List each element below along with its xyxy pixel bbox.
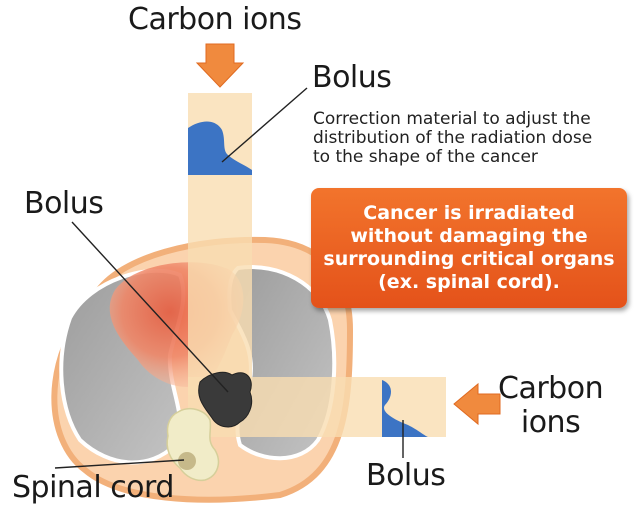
correction-line-3: to the shape of the cancer: [313, 148, 592, 167]
bolus-bottom-label: Bolus: [366, 458, 445, 493]
spinal-cord-shape: [178, 452, 196, 470]
callout-box: Cancer is irradiated without damaging th…: [311, 188, 627, 308]
carbon-ions-top-label: Carbon ions: [128, 2, 301, 37]
spinal-cord-label: Spinal cord: [12, 470, 174, 505]
bolus-top-label: Bolus: [312, 60, 391, 95]
carbon-ions-right-label: Carbon ions: [498, 372, 603, 440]
top-arrow-icon: [197, 44, 243, 87]
correction-description: Correction material to adjust the distri…: [313, 110, 592, 167]
correction-line-1: Correction material to adjust the: [313, 110, 592, 129]
carbon-ions-right-line-2: ions: [498, 406, 603, 440]
carbon-ions-right-line-1: Carbon: [498, 372, 603, 406]
correction-line-2: distribution of the radiation dose: [313, 129, 592, 148]
bolus-left-label: Bolus: [24, 186, 103, 221]
callout-text: Cancer is irradiated without damaging th…: [319, 202, 619, 294]
right-arrow-icon: [454, 384, 500, 424]
